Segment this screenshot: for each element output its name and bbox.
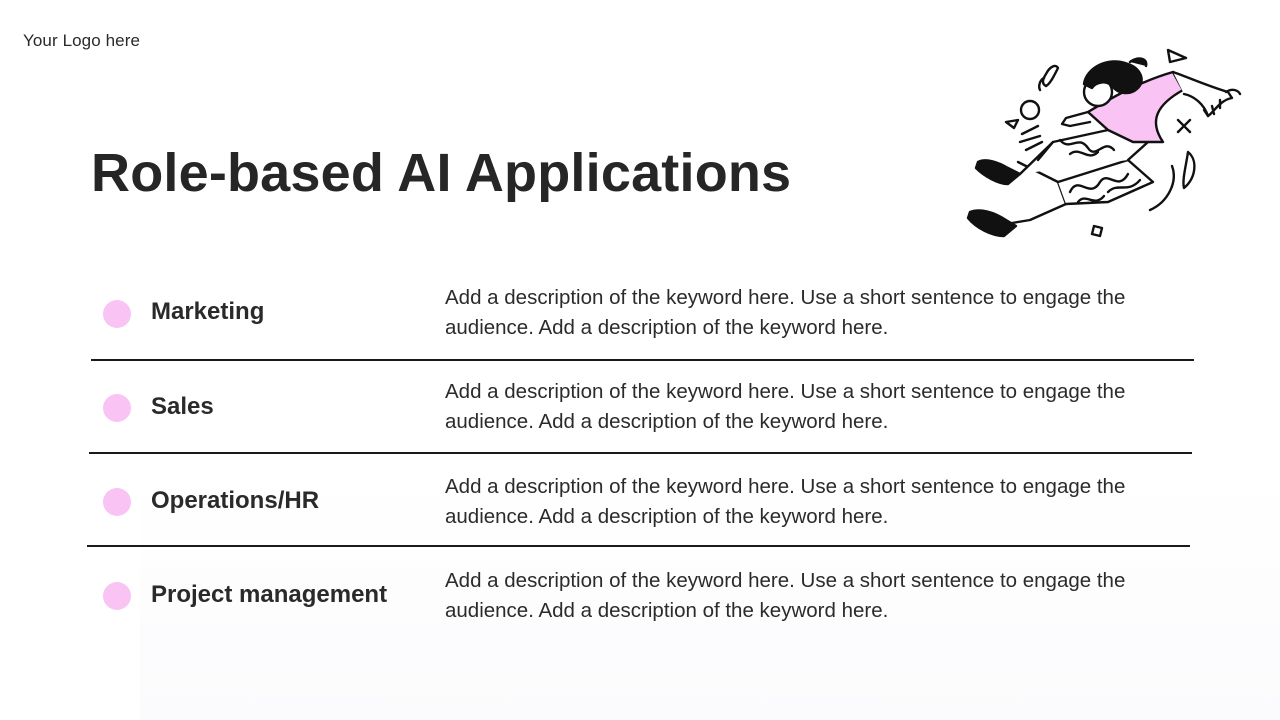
logo-placeholder: Your Logo here: [23, 31, 141, 50]
row-description: Add a description of the keyword here. U…: [445, 569, 1126, 622]
divider: [89, 452, 1192, 454]
bullet-dot: [103, 300, 131, 328]
jumping-person-illustration-icon: [966, 48, 1242, 238]
row-label: Marketing: [151, 298, 265, 325]
row-label: Project management: [151, 581, 388, 608]
background-fade: [140, 470, 1280, 720]
divider: [91, 359, 1194, 361]
row-description: Add a description of the keyword here. U…: [445, 380, 1126, 433]
row-description: Add a description of the keyword here. U…: [445, 286, 1126, 339]
bullet-dot: [103, 488, 131, 516]
row-description: Add a description of the keyword here. U…: [445, 475, 1126, 528]
bullet-dot: [103, 394, 131, 422]
row-label: Sales: [151, 393, 214, 420]
page-title: Role-based AI Applications: [91, 143, 792, 203]
divider: [87, 545, 1190, 547]
row-label: Operations/HR: [151, 487, 320, 514]
bullet-dot: [103, 582, 131, 610]
